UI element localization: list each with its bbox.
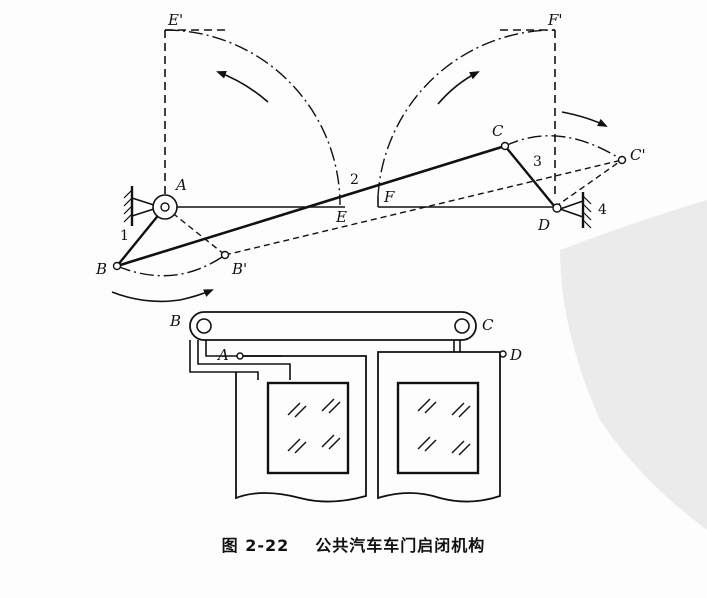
rotation-arrow-icon bbox=[216, 71, 269, 103]
figure-caption: 图 2-22 公共汽车车门启闭机构 bbox=[0, 532, 707, 556]
left-rod-outer bbox=[189, 340, 259, 380]
label-E-prime: E' bbox=[167, 11, 183, 29]
right-door bbox=[377, 351, 501, 503]
arc-B-B-prime bbox=[116, 254, 226, 277]
upper-linkage bbox=[116, 29, 623, 277]
dashed-AB-prime bbox=[164, 206, 226, 256]
joint-C bbox=[500, 141, 510, 151]
rocker-CD bbox=[504, 145, 556, 208]
door-label-D: D bbox=[509, 346, 522, 364]
joint-C-prime bbox=[617, 155, 627, 165]
window-glass-icon bbox=[287, 398, 471, 456]
figure-title: 公共汽车车门启闭机构 bbox=[315, 536, 486, 555]
rotation-arrows bbox=[111, 71, 608, 303]
joint-B-prime bbox=[220, 250, 230, 260]
joints bbox=[112, 141, 627, 271]
joint-B bbox=[112, 261, 122, 271]
label-B-prime: B' bbox=[231, 260, 247, 278]
left-rod-inner bbox=[197, 340, 291, 380]
label-F-prime: F' bbox=[547, 11, 563, 29]
arc-E-prime-E bbox=[164, 29, 341, 206]
coupler-BC bbox=[116, 144, 506, 268]
door-joint-A bbox=[236, 352, 244, 360]
arc-C-C-prime bbox=[504, 135, 623, 161]
bar-pivot-C bbox=[454, 318, 470, 334]
label-B: B bbox=[95, 260, 107, 278]
label-A: A bbox=[174, 176, 187, 194]
label-F: F bbox=[383, 188, 395, 206]
watermark-seal bbox=[560, 200, 707, 530]
coupler-bar bbox=[189, 311, 477, 341]
arc-F-F-prime bbox=[377, 29, 556, 197]
door-joint-D bbox=[499, 350, 507, 358]
left-door bbox=[235, 355, 367, 503]
door-schematic bbox=[189, 311, 501, 503]
door-label-B: B bbox=[169, 312, 181, 330]
rotation-arrow-icon bbox=[179, 289, 214, 301]
label-link-1: 1 bbox=[120, 228, 129, 244]
rotation-arrow-icon bbox=[437, 71, 480, 105]
dashed-B-prime-C-prime bbox=[224, 159, 623, 256]
label-link-2: 2 bbox=[350, 172, 359, 188]
right-window bbox=[396, 381, 480, 475]
figure-number: 图 2-22 bbox=[221, 536, 290, 555]
dashed-DC-prime bbox=[554, 159, 623, 208]
door-label-A: A bbox=[216, 346, 229, 364]
label-link-4: 4 bbox=[598, 202, 607, 218]
label-D: D bbox=[537, 216, 550, 234]
bar-pivot-B bbox=[196, 318, 212, 334]
rotation-arrow-icon bbox=[561, 111, 608, 127]
left-window bbox=[266, 381, 350, 475]
label-link-3: 3 bbox=[533, 154, 542, 170]
label-C-prime: C' bbox=[630, 146, 646, 164]
label-E: E bbox=[335, 208, 347, 226]
label-C: C bbox=[492, 122, 504, 140]
door-label-C: C bbox=[482, 316, 494, 334]
fixed-pivot-icon bbox=[552, 192, 592, 229]
fixed-pivot-icon bbox=[123, 186, 178, 226]
rotation-arrow-tail bbox=[111, 291, 181, 303]
